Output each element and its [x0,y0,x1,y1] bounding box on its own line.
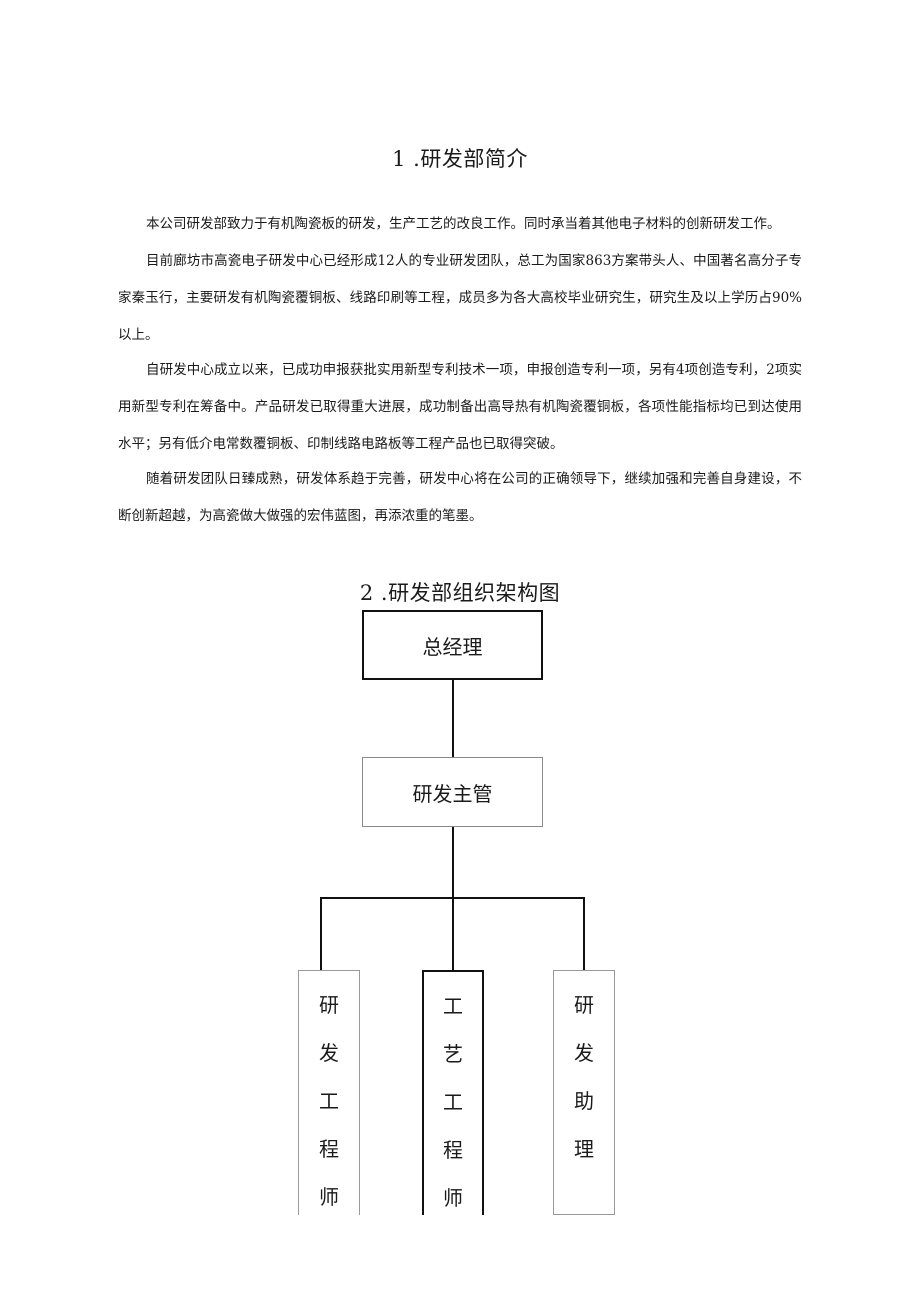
org-node-char: 艺 [443,1042,463,1066]
intro-paragraph-2: 目前廊坊市高瓷电子研发中心已经形成12人的专业研发团队，总工为国家863方案带头… [118,253,802,343]
org-node-char: 师 [319,1185,339,1209]
connector-line [583,897,585,970]
intro-paragraph-4: 随着研发团队日臻成熟，研发体系趋于完善，研发中心将在公司的正确领导下，继续加强和… [118,471,802,524]
org-node-char: 研 [574,993,594,1017]
org-node-char: 工 [319,1089,339,1113]
org-node-char: 研 [319,993,339,1017]
org-node-char: 工 [443,1090,463,1114]
org-node-char: 工 [443,994,463,1018]
connector-line [452,897,454,970]
connector-line [452,827,454,898]
org-node-rd-engineer: 研 发 工 程 师 [298,970,360,1215]
connector-line [320,897,322,970]
org-node-char: 理 [574,1137,594,1161]
section-heading-org-chart: 2 .研发部组织架构图 [359,581,561,605]
connector-line [452,680,454,757]
org-node-rd-supervisor: 研发主管 [362,757,543,827]
org-node-rd-assistant: 研 发 助 理 [553,970,615,1215]
org-node-char: 发 [319,1041,339,1065]
org-node-char: 师 [443,1186,463,1210]
org-node-char: 发 [574,1041,594,1065]
org-node-char: 助 [574,1089,594,1113]
org-node-char: 程 [319,1137,339,1161]
org-node-process-engineer: 工 艺 工 程 师 [422,970,484,1215]
org-node-char: 程 [443,1138,463,1162]
section-heading-intro: 1 .研发部简介 [392,147,528,171]
intro-paragraph-3: 自研发中心成立以来，已成功申报获批实用新型专利技术一项，申报创造专利一项，另有4… [118,362,802,452]
org-node-general-manager: 总经理 [362,610,543,680]
intro-paragraph-1: 本公司研发部致力于有机陶瓷板的研发，生产工艺的改良工作。同时承当着其他电子材料的… [146,216,781,232]
